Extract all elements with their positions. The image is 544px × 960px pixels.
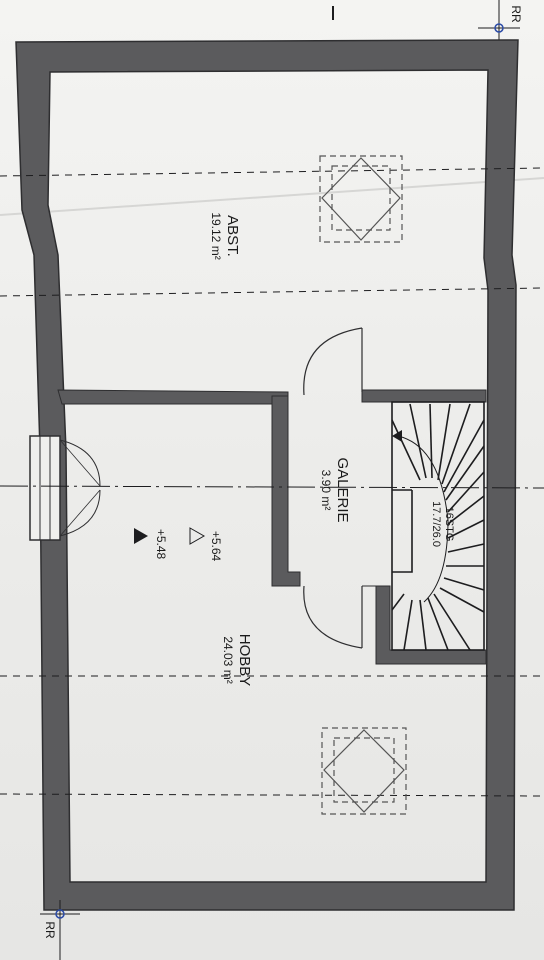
axis-label-text: RR — [43, 921, 57, 939]
gallery-arc-bottom — [303, 585, 363, 649]
level-mark-lower: +5.48 — [154, 529, 168, 560]
room-label-galerie: GALERIE 3.90 m² — [319, 457, 351, 522]
room-label-abst: ABST. 19.12 m² — [209, 212, 241, 259]
level-open-triangle-icon — [189, 527, 206, 545]
room-name: HOBBY — [236, 634, 253, 687]
level-mark-upper: +5.64 — [209, 531, 223, 562]
axis-label-text: RR — [509, 5, 523, 23]
level-value: +5.64 — [209, 531, 223, 562]
room-area: 19.12 m² — [209, 212, 223, 259]
level-value: +5.48 — [154, 529, 168, 560]
stair-ratio: 17.7/26.0 — [430, 501, 442, 547]
window-opening — [30, 436, 60, 540]
staircase — [391, 401, 485, 651]
window-frame — [29, 435, 61, 541]
axis-marker-bottom — [55, 909, 65, 919]
stair-wall — [362, 585, 487, 665]
window-swing — [59, 489, 101, 537]
axis-label-top: RR — [509, 5, 523, 23]
room-area: 24.03 m² — [221, 636, 235, 683]
stair-arrow-icon — [392, 430, 402, 442]
axis-marker-top — [494, 23, 504, 33]
interior-wall-horizontal — [361, 389, 487, 403]
level-filled-triangle-icon — [134, 528, 148, 544]
window-swing — [59, 439, 101, 487]
stair-count: 16STG — [443, 507, 455, 542]
room-name: GALERIE — [334, 457, 351, 522]
outer-wall — [15, 39, 519, 911]
gallery-wall — [271, 395, 301, 587]
window-sash — [59, 439, 101, 487]
skylight-bottom — [321, 727, 407, 815]
room-name: ABST. — [224, 215, 241, 257]
stair-text: 16STG 17.7/26.0 — [430, 501, 455, 547]
room-area: 3.90 m² — [319, 470, 333, 511]
room-label-hobby: HOBBY 24.03 m² — [221, 634, 253, 687]
paper-fold — [0, 177, 544, 216]
skylight-top — [319, 155, 403, 243]
gallery-arc-top — [303, 327, 363, 396]
interior-wall-horizontal — [57, 389, 289, 405]
axis-label-bottom: RR — [43, 921, 57, 939]
window-sash — [59, 489, 101, 537]
section-axis-line — [0, 485, 544, 489]
